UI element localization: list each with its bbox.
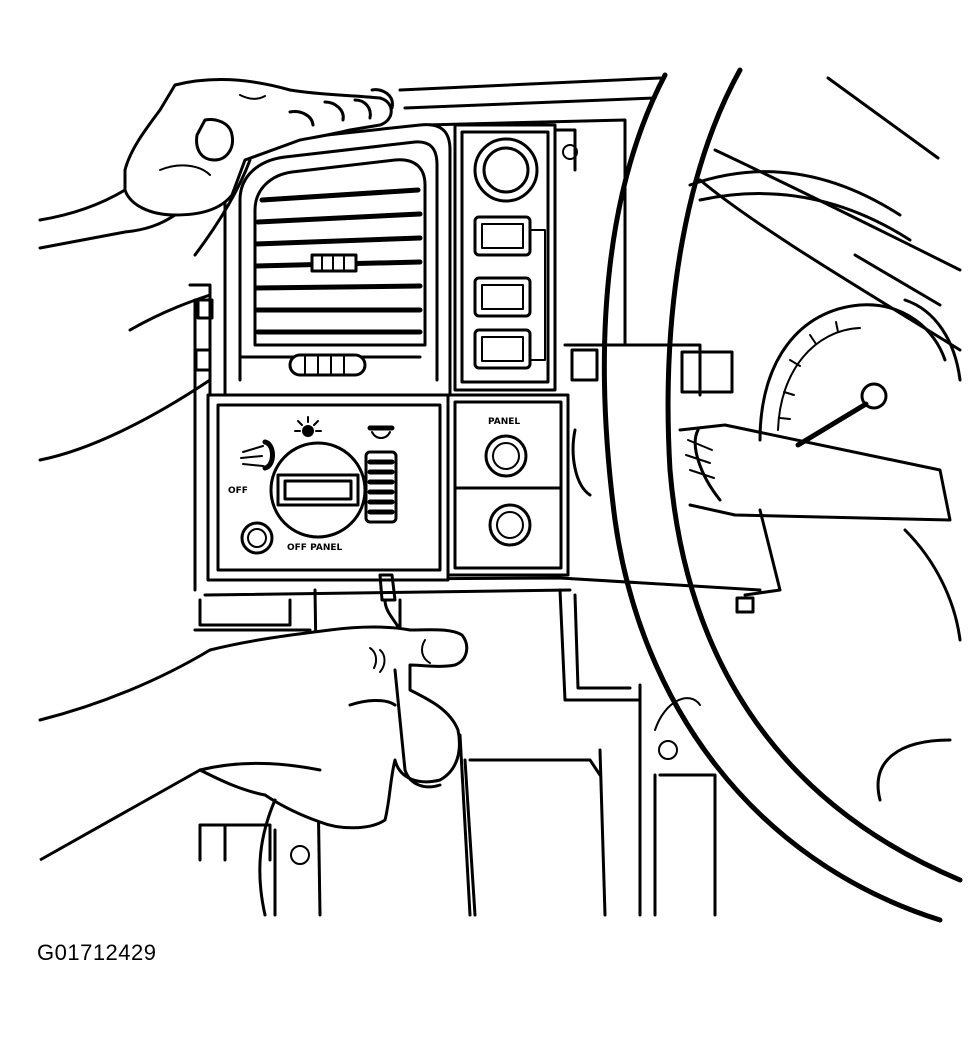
steering-wheel <box>604 70 960 920</box>
figure-id-label: G01712429 <box>37 940 157 965</box>
vent-louvers <box>256 190 420 332</box>
panel-dimmer-thumbwheel[interactable] <box>366 452 396 522</box>
dial-off-label: OFF <box>228 486 248 496</box>
parking-lamp-icon <box>295 417 321 437</box>
panel-button-lower[interactable] <box>490 505 530 545</box>
turn-signal-stalk <box>680 425 950 612</box>
headlamp-icon <box>241 442 273 468</box>
aux-switch-3[interactable] <box>475 330 530 368</box>
dial-off-panel-label: OFF PANEL <box>287 543 342 553</box>
upper-hand <box>40 80 392 460</box>
aux-switch-2[interactable] <box>475 278 530 316</box>
vent-thumbwheel[interactable] <box>290 355 365 375</box>
lower-hand <box>40 575 470 915</box>
fog-lamp-button[interactable] <box>242 523 272 553</box>
panel-button-module: PANEL <box>448 395 568 575</box>
aux-switch-1[interactable] <box>475 217 530 255</box>
air-vent <box>225 125 450 395</box>
headlamp-switch: OFF OFF PANEL <box>208 395 448 580</box>
power-outlet[interactable] <box>475 139 537 201</box>
dome-lamp-icon <box>370 428 392 438</box>
dashboard-illustration: OFF OFF PANEL PANEL <box>0 0 975 930</box>
instrument-cluster <box>565 172 960 800</box>
panel-button-upper[interactable] <box>486 436 526 476</box>
auxiliary-switch-panel <box>455 125 577 390</box>
panel-label: PANEL <box>488 417 520 427</box>
